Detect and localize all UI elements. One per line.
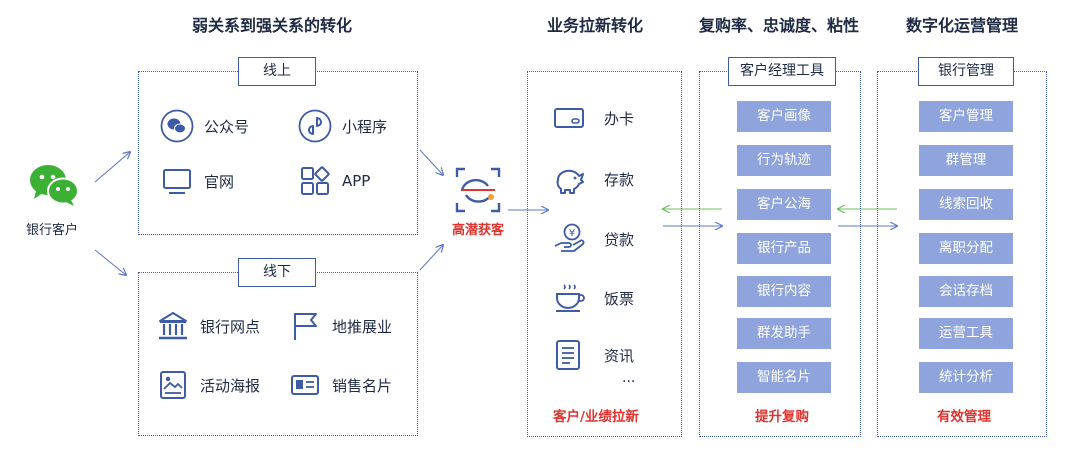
service-label: 资讯 xyxy=(604,346,635,365)
mgmt-item[interactable]: 会话存档 xyxy=(919,276,1013,307)
services-footer: 客户/业绩拉新 xyxy=(553,409,639,425)
services-box xyxy=(527,71,682,437)
online-item-official-account[interactable]: 公众号 xyxy=(160,109,249,143)
online-tag: 线上 xyxy=(238,57,316,86)
online-item-label: 小程序 xyxy=(342,117,388,136)
mini-program-icon xyxy=(298,109,332,143)
online-item-label: 官网 xyxy=(204,172,235,191)
offline-item-sales-card[interactable]: 销售名片 xyxy=(288,368,392,402)
poster-icon xyxy=(160,371,186,399)
offline-item-label: 活动海报 xyxy=(200,376,261,395)
service-card[interactable]: 办卡 xyxy=(552,101,634,135)
services-more: ... xyxy=(622,370,636,386)
coffee-cup-icon xyxy=(556,284,585,312)
service-loan[interactable]: ¥ 贷款 xyxy=(552,222,634,256)
loan-hand-icon: ¥ xyxy=(554,223,585,252)
app-grid-icon xyxy=(301,166,330,195)
mgmt-item[interactable]: 统计分析 xyxy=(919,362,1013,393)
service-news[interactable]: 资讯 xyxy=(552,338,634,372)
online-item-label: APP xyxy=(342,172,371,190)
mgmt-item[interactable]: 离职分配 xyxy=(919,233,1013,264)
bank-icon xyxy=(159,312,187,340)
online-item-website[interactable]: 官网 xyxy=(160,164,234,198)
tool-item[interactable]: 客户画像 xyxy=(737,101,831,132)
card-icon xyxy=(554,108,584,128)
manager-tools-tag: 客户经理工具 xyxy=(728,57,836,86)
document-icon xyxy=(556,340,580,370)
offline-item-ground-promotion[interactable]: 地推展业 xyxy=(288,309,392,343)
wechat-icon xyxy=(30,165,79,206)
mgmt-item[interactable]: 群管理 xyxy=(919,145,1013,176)
online-item-mini-program[interactable]: 小程序 xyxy=(298,109,387,143)
mgmt-item[interactable]: 线索回收 xyxy=(919,189,1013,220)
bank-customer-label: 银行客户 xyxy=(26,223,79,238)
arrow-customer-offline xyxy=(94,249,126,275)
offline-item-event-poster[interactable]: 活动海报 xyxy=(156,368,260,402)
header-conversion: 业务拉新转化 xyxy=(547,16,644,35)
tool-item[interactable]: 智能名片 xyxy=(737,362,831,393)
offline-item-label: 地推展业 xyxy=(332,317,393,336)
arrow-customer-online xyxy=(94,152,130,183)
scan-acquire-icon xyxy=(455,167,501,213)
online-channels-box xyxy=(138,71,418,235)
tool-item[interactable]: 银行内容 xyxy=(737,276,831,307)
service-label: 存款 xyxy=(604,170,635,189)
tool-item[interactable]: 群发助手 xyxy=(737,318,831,349)
bank-management-tag: 银行管理 xyxy=(918,57,1014,86)
offline-item-label: 销售名片 xyxy=(332,376,393,395)
service-deposit[interactable]: 存款 xyxy=(552,162,634,196)
arrow-online-hub xyxy=(419,149,443,175)
bank-customer: 银行客户 xyxy=(26,163,84,238)
offline-item-label: 银行网点 xyxy=(200,317,261,336)
business-card-icon xyxy=(291,375,319,395)
offline-tag: 线下 xyxy=(238,258,316,287)
service-label: 饭票 xyxy=(604,289,635,308)
tool-item[interactable]: 银行产品 xyxy=(737,233,831,264)
manager-tools-footer: 提升复购 xyxy=(755,409,809,425)
service-meal-voucher[interactable]: 饭票 xyxy=(552,281,634,315)
offline-channels-box xyxy=(138,272,418,436)
hub-label: 高潜获客 xyxy=(451,223,504,238)
bank-management-footer: 有效管理 xyxy=(937,409,991,425)
header-loyalty: 复购率、忠诚度、粘性 xyxy=(699,16,860,35)
mgmt-item[interactable]: 客户管理 xyxy=(919,101,1013,132)
piggy-bank-icon xyxy=(556,169,584,194)
tool-item[interactable]: 行为轨迹 xyxy=(737,145,831,176)
offline-item-bank-branch[interactable]: 银行网点 xyxy=(156,309,260,343)
tool-item[interactable]: 客户公海 xyxy=(737,189,831,220)
mgmt-item[interactable]: 运营工具 xyxy=(919,318,1013,349)
service-label: 办卡 xyxy=(604,109,635,128)
service-label: 贷款 xyxy=(604,230,635,249)
svg-text:¥: ¥ xyxy=(569,228,575,239)
arrow-offline-hub xyxy=(419,245,443,271)
header-weak-to-strong: 弱关系到强关系的转化 xyxy=(192,16,353,35)
wechat-official-icon xyxy=(160,109,194,143)
high-potential-hub: 高潜获客 xyxy=(446,165,510,238)
flag-icon xyxy=(294,313,317,340)
header-digital: 数字化运营管理 xyxy=(906,16,1019,35)
online-item-app[interactable]: APP xyxy=(298,164,370,198)
monitor-icon xyxy=(163,169,191,194)
online-item-label: 公众号 xyxy=(204,117,250,136)
